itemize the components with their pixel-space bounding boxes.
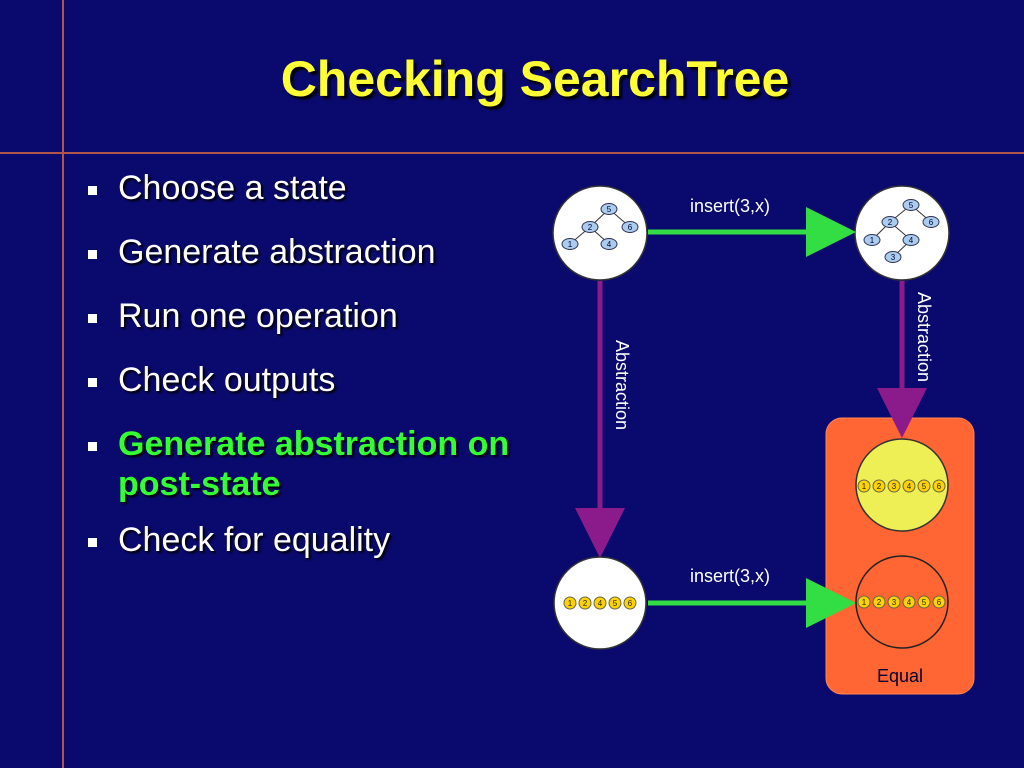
tree-node: 4: [600, 238, 618, 250]
tree-node: 4: [902, 234, 920, 246]
list-node: 1: [857, 595, 871, 609]
svg-text:2: 2: [888, 218, 893, 227]
bullet-square-icon: [88, 314, 97, 323]
bullet-text: Generate abstraction: [118, 233, 436, 271]
list-node: 1: [857, 479, 871, 493]
svg-text:1: 1: [862, 482, 867, 491]
svg-text:1: 1: [568, 599, 573, 608]
svg-text:6: 6: [929, 218, 934, 227]
abstract-pre-state-circle: 1 2 4 5 6: [553, 556, 647, 650]
svg-text:1: 1: [870, 236, 875, 245]
svg-text:2: 2: [877, 482, 882, 491]
bullet-text: Run one operation: [118, 297, 398, 335]
tree-node: 3: [884, 251, 902, 263]
bullet-square-icon: [88, 538, 97, 547]
bullet-item: Check for equality: [84, 520, 568, 560]
operation-label-bottom: insert(3,x): [690, 566, 770, 586]
svg-text:4: 4: [909, 236, 914, 245]
abstraction-label-right: Abstraction: [914, 292, 934, 382]
horizontal-divider: [0, 152, 1024, 154]
svg-text:1: 1: [862, 598, 867, 607]
svg-text:5: 5: [922, 482, 927, 491]
bullet-square-icon: [88, 250, 97, 259]
svg-text:3: 3: [892, 598, 897, 607]
bullet-text: Check outputs: [118, 361, 336, 399]
svg-text:6: 6: [937, 598, 942, 607]
list-node: 3: [887, 595, 901, 609]
bullet-square-icon: [88, 186, 97, 195]
post-state-tree: 5 2 6 1 4 3: [854, 185, 950, 281]
abstraction-label-left: Abstraction: [612, 340, 632, 430]
list-node: 4: [902, 595, 916, 609]
list-node: 6: [623, 596, 637, 610]
list-node: 1: [563, 596, 577, 610]
svg-text:3: 3: [892, 482, 897, 491]
vertical-divider: [62, 0, 64, 768]
bullet-item: Generate abstraction: [84, 232, 568, 272]
list-node: 4: [902, 479, 916, 493]
bullet-item: Check outputs: [84, 360, 568, 400]
slide-title: Checking SearchTree: [280, 51, 790, 107]
bullet-item: Run one operation: [84, 296, 568, 336]
list-node: 2: [578, 596, 592, 610]
svg-text:5: 5: [607, 205, 612, 214]
list-node: 6: [932, 595, 946, 609]
svg-text:4: 4: [907, 482, 912, 491]
svg-text:5: 5: [613, 599, 618, 608]
tree-node: 6: [922, 216, 940, 228]
bullet-item-highlighted: Generate abstraction on post-state: [84, 424, 568, 504]
bullet-item: Choose a state: [84, 168, 568, 208]
bullet-text: Choose a state: [118, 169, 347, 207]
tree-node: 1: [863, 234, 881, 246]
bullet-square-icon: [88, 442, 97, 451]
list-node: 2: [872, 479, 886, 493]
equal-label: Equal: [877, 666, 923, 686]
tree-node: 6: [621, 221, 639, 233]
svg-text:5: 5: [922, 598, 927, 607]
list-node: 4: [593, 596, 607, 610]
svg-text:2: 2: [588, 223, 593, 232]
list-node: 3: [887, 479, 901, 493]
svg-text:3: 3: [891, 253, 896, 262]
svg-text:2: 2: [583, 599, 588, 608]
list-node: 2: [872, 595, 886, 609]
operation-result-circle: 1 2 3 4 5 6: [855, 555, 949, 649]
svg-text:4: 4: [907, 598, 912, 607]
svg-text:1: 1: [568, 240, 573, 249]
tree-node: 1: [561, 238, 579, 250]
tree-node: 5: [902, 199, 920, 211]
svg-text:6: 6: [628, 223, 633, 232]
bullet-text: Check for equality: [118, 521, 391, 559]
abstract-post-state-circle: 1 2 3 4 5 6: [855, 438, 949, 532]
bullet-list: Choose a state Generate abstraction Run …: [84, 168, 568, 584]
tree-node: 5: [600, 203, 618, 215]
tree-node: 2: [881, 216, 899, 228]
pre-state-tree: 5 2 6 1 4: [552, 185, 648, 281]
list-node: 5: [917, 479, 931, 493]
svg-text:4: 4: [607, 240, 612, 249]
bullet-text: Generate abstraction on post-state: [118, 425, 510, 503]
svg-text:5: 5: [909, 201, 914, 210]
svg-text:6: 6: [628, 599, 633, 608]
list-node: 5: [917, 595, 931, 609]
bullet-square-icon: [88, 378, 97, 387]
tree-node: 2: [581, 221, 599, 233]
operation-label-top: insert(3,x): [690, 196, 770, 216]
svg-text:4: 4: [598, 599, 603, 608]
svg-text:6: 6: [937, 482, 942, 491]
list-node: 6: [932, 479, 946, 493]
list-node: 5: [608, 596, 622, 610]
svg-text:2: 2: [877, 598, 882, 607]
